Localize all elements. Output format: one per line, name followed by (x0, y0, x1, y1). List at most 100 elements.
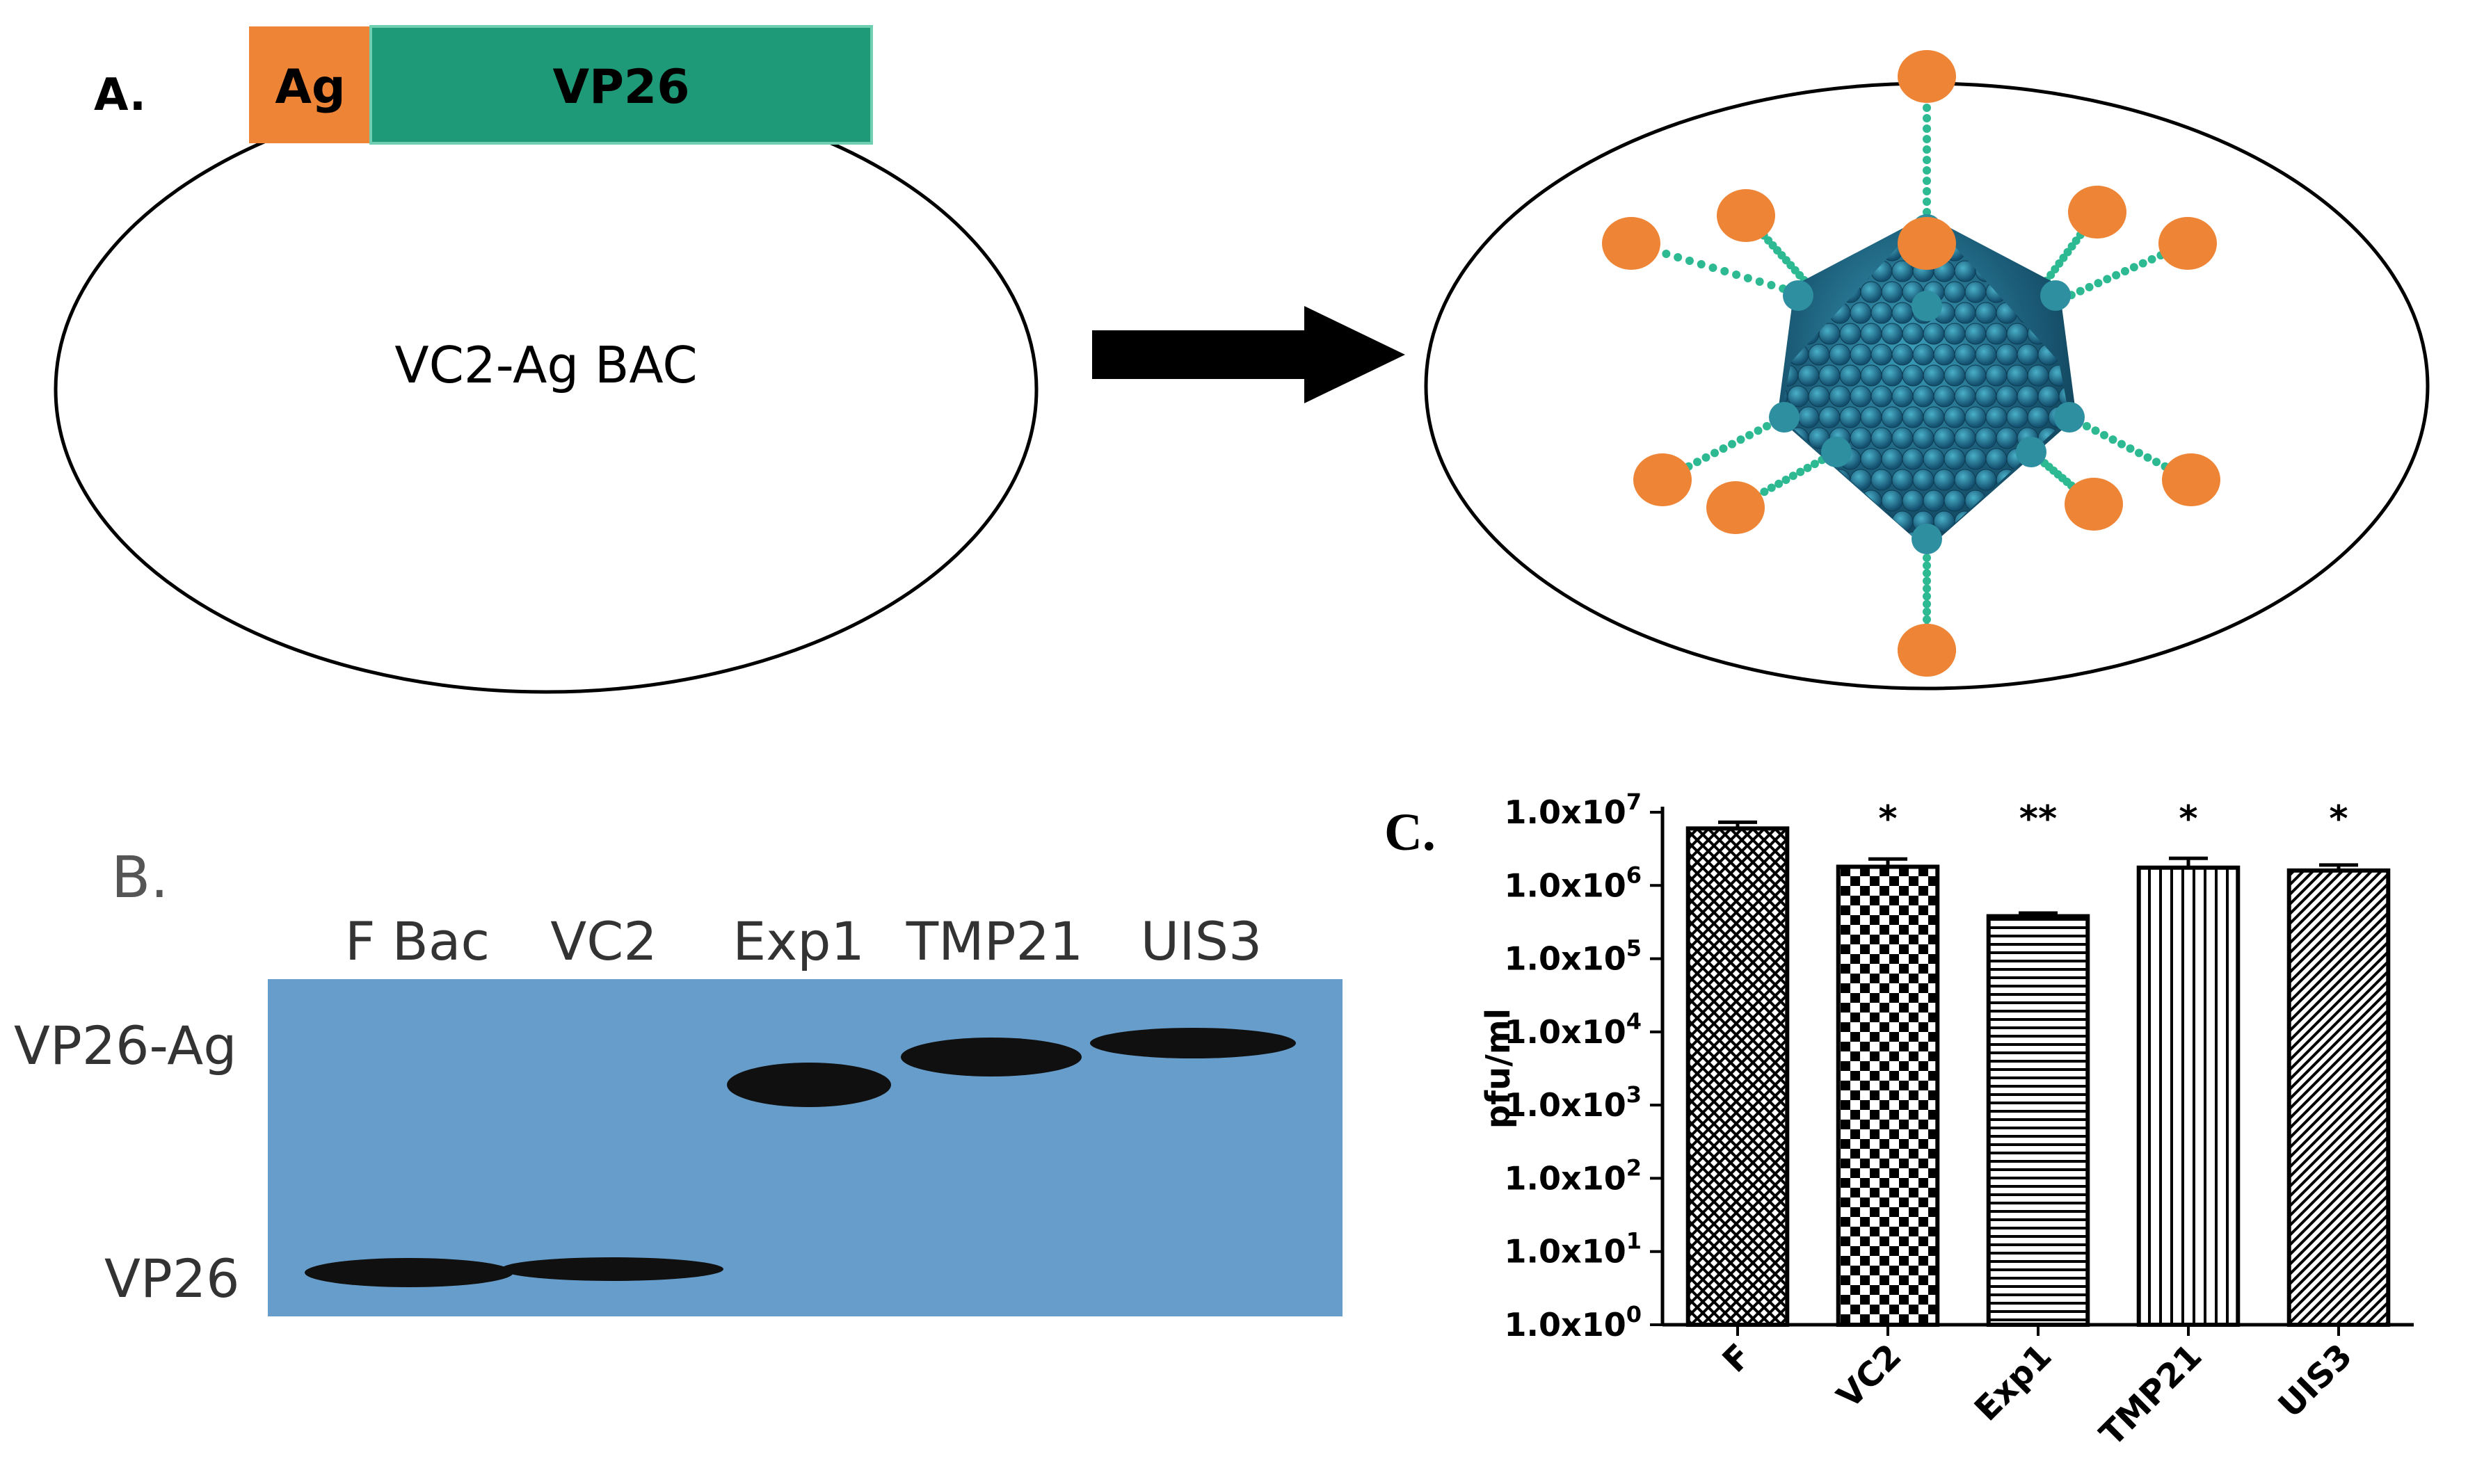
capsid-bead (1797, 364, 1820, 387)
linker-bead (1685, 257, 1694, 265)
capsid-bead (1797, 406, 1820, 428)
linker-bead (1923, 599, 1931, 608)
y-tick-label: 1.0x106 (1505, 862, 1642, 904)
capsid-bead (1829, 344, 1851, 366)
linker-bead (1774, 479, 1784, 488)
capsid-bead (1891, 302, 1914, 324)
bac-label: VC2-Ag BAC (394, 336, 697, 394)
significance-marker: ** (2019, 798, 2057, 840)
capsid-bead (1975, 302, 1997, 324)
panel-a-label: A. (94, 70, 146, 121)
x-tick-label: Exp1 (1967, 1337, 2060, 1429)
linker-bead (1754, 426, 1763, 435)
antigen-ball (1706, 481, 1765, 534)
linker-bead (1923, 592, 1931, 601)
antigen-ball (2065, 478, 2123, 531)
lane-label: F Bac (345, 910, 490, 972)
capsid-vertex (1912, 291, 1942, 321)
capsid-bead (1923, 364, 1945, 387)
capsid-bead (1964, 281, 1987, 303)
capsid-bead (1944, 448, 1966, 470)
linker-bead (2085, 282, 2094, 291)
linker-bead (1736, 435, 1745, 444)
linker-bead (2121, 267, 2129, 275)
linker-bead (1743, 274, 1752, 282)
capsid-bead (1891, 469, 1914, 491)
capsid-bead (2058, 385, 2069, 408)
y-tick-label: 1.0x101 (1505, 1228, 1642, 1271)
capsid-bead (1912, 469, 1934, 491)
y-tick-label: 1.0x102 (1505, 1154, 1642, 1197)
bar (1685, 826, 1790, 1328)
antigen-ball (2068, 186, 2126, 239)
capsid-bead (1996, 344, 2018, 366)
capsid-bead (1881, 490, 1903, 512)
virion-illustration (1602, 50, 2220, 677)
x-tick-label: UIS3 (2271, 1337, 2360, 1426)
capsid-bead (1964, 448, 1987, 470)
capsid-bead (1860, 281, 1882, 303)
linker-bead (2138, 259, 2147, 268)
linker-bead (2103, 275, 2112, 284)
linker-bead (1662, 250, 1671, 258)
capsid-bead (1975, 427, 1997, 449)
capsid-bead (1985, 323, 2008, 345)
linker-bead (1755, 277, 1764, 286)
bar-chart: 1.0x1001.0x1011.0x1021.0x1031.0x1041.0x1… (1479, 789, 2414, 1454)
panel-a: A. Ag VP26 VC2-Ag BAC (54, 25, 2430, 694)
linker-bead (1923, 156, 1931, 164)
linker-bead (2094, 279, 2103, 288)
capsid-bead (1912, 427, 1934, 449)
capsid-bead (1902, 323, 1924, 345)
linker-bead (2100, 430, 2108, 439)
linker-bead (1923, 615, 1931, 624)
capsid-bead (1985, 364, 2008, 387)
blot-band (501, 1257, 723, 1281)
capsid-bead (1870, 344, 1893, 366)
linker-bead (1693, 458, 1701, 467)
linker-bead (2076, 287, 2085, 296)
capsid-vertex (2054, 402, 2085, 433)
linker-bead (1923, 114, 1931, 122)
antigen-ball (1633, 453, 1692, 506)
capsid-bead (2006, 406, 2028, 428)
lane-label: VC2 (550, 910, 657, 972)
capsid-bead (1923, 490, 1945, 512)
panel-b: B. F Bac VC2 Exp1 TMP21 UIS3 VP26-Ag VP2… (14, 845, 1343, 1316)
capsid-vertex (2016, 437, 2046, 467)
blot-band (1090, 1028, 1296, 1058)
significance-marker: * (2329, 798, 2348, 840)
antigen-ball (2162, 453, 2220, 506)
linker-bead (1781, 476, 1790, 484)
y-axis-title: pfu/ml (1479, 1008, 1518, 1129)
linker-bead (1674, 253, 1683, 261)
linker-bead (1803, 463, 1812, 472)
linker-bead (2083, 421, 2091, 430)
linker-bead (2063, 248, 2072, 257)
panel-b-label: B. (111, 845, 168, 911)
bar (2136, 865, 2241, 1327)
linker-bead (1763, 421, 1771, 430)
linker-bead (1720, 267, 1729, 275)
capsid-bead (1891, 385, 1914, 408)
linker-bead (2129, 263, 2138, 272)
capsid-bead (1829, 385, 1851, 408)
vp26-segment (369, 25, 873, 145)
capsid-vertex (1769, 402, 1800, 433)
linker-bead (1767, 281, 1776, 289)
capsid-bead (1996, 427, 2018, 449)
lane-label: Exp1 (732, 910, 865, 972)
capsid-bead (1923, 406, 1945, 428)
capsid-bead (1944, 490, 1966, 512)
capsid-bead (1870, 385, 1893, 408)
capsid-bead (1902, 364, 1924, 387)
capsid-bead (1954, 469, 1976, 491)
antigen-segment (249, 26, 371, 143)
capsid-bead (1912, 344, 1934, 366)
linker-bead (2091, 426, 2100, 435)
construct-bar: Ag VP26 (249, 25, 873, 145)
linker-bead (1760, 487, 1769, 497)
capsid-bead (1954, 302, 1976, 324)
capsid-bead (1850, 427, 1872, 449)
